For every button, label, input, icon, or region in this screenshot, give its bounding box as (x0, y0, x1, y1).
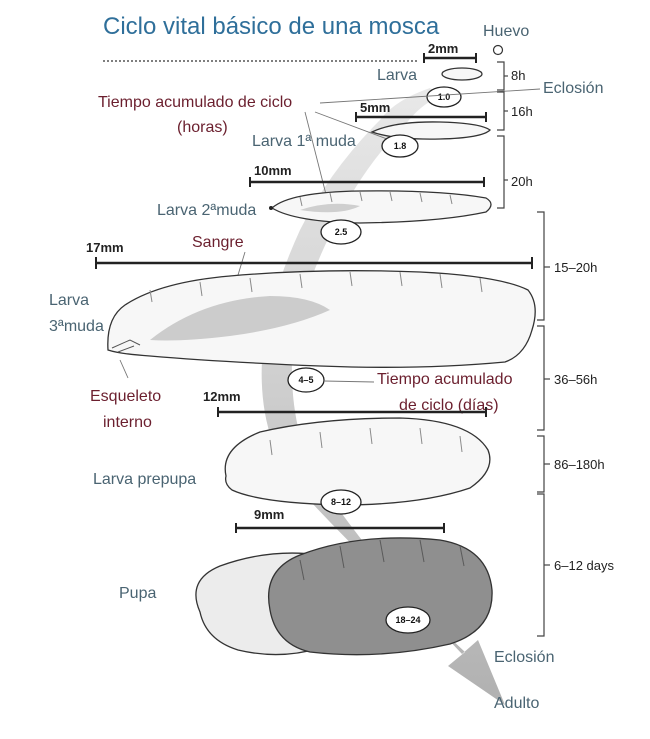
skeleton-pointer (119, 359, 129, 379)
duration-20h: 20h (511, 174, 533, 189)
prepupa-segments (269, 427, 463, 456)
size-12mm: 12mm (203, 389, 241, 404)
bracket-20h (497, 135, 505, 209)
bracket-36-56h (537, 325, 545, 431)
diagram-title: Ciclo vital básico de una mosca (103, 13, 440, 40)
label-cycle-hours-line1: Tiempo acumulado de ciclo (98, 94, 292, 111)
cumulative-4: 4–5 (298, 375, 313, 385)
label-egg: Huevo (483, 23, 529, 40)
duration-6-12-days: 6–12 days (554, 558, 614, 573)
duration-15-20h: 15–20h (554, 260, 597, 275)
larva-stage4-blood (150, 296, 330, 341)
size-5mm: 5mm (360, 100, 390, 115)
oval-cumulative-1 (426, 86, 462, 108)
duration-16h: 16h (511, 104, 533, 119)
bracket-86-180h (537, 435, 545, 493)
cumulative-6: 18–24 (395, 615, 420, 625)
size-17mm: 17mm (86, 240, 124, 255)
size-10mm: 10mm (254, 163, 292, 178)
label-prepupa: Larva prepupa (93, 471, 196, 488)
duration-86-180h: 86–180h (554, 457, 605, 472)
cycle-hours-pointer-b (314, 111, 396, 143)
cumulative-5: 8–12 (331, 497, 351, 507)
label-skeleton-line1: Esqueleto (90, 388, 161, 405)
cumulative-1: 1.0 (438, 92, 451, 102)
cycle-days-pointer (323, 380, 375, 383)
label-skeleton-line2: interno (103, 414, 152, 431)
bracket-16h (497, 91, 505, 131)
oval-cumulative-4 (287, 367, 325, 393)
label-larva-second-molt: Larva 2ªmuda (157, 202, 256, 219)
prepupa-body (224, 417, 491, 506)
label-hatching-top: Eclosión (543, 80, 603, 97)
label-larva: Larva (377, 67, 417, 84)
label-cycle-days-line1: Tiempo acumulado (377, 371, 513, 388)
oval-cumulative-2 (381, 134, 419, 158)
label-larva-third-molt-line2: 3ªmuda (49, 318, 104, 335)
progression-arrow (261, 88, 505, 705)
oval-cumulative-6 (385, 606, 431, 634)
oval-cumulative-5 (320, 489, 362, 515)
pupa-body (268, 537, 493, 656)
label-pupa: Pupa (119, 585, 156, 602)
bracket-15-20h (537, 211, 545, 321)
larva-stage3-segments (299, 191, 453, 207)
larva-stage1-body (441, 67, 483, 81)
larva-stage3-body (270, 190, 492, 224)
label-larva-third-molt-line1: Larva (49, 292, 89, 309)
hatching-pointer-line (319, 88, 541, 104)
cumulative-2: 1.8 (394, 141, 407, 151)
internal-skeleton-mark (111, 339, 141, 353)
bracket-6-12-days (537, 493, 545, 637)
bracket-8h (497, 61, 505, 91)
duration-36-56h: 36–56h (554, 372, 597, 387)
label-cycle-days-line2: de ciclo (días) (399, 397, 499, 414)
label-blood: Sangre (192, 234, 244, 251)
cumulative-3: 2.5 (335, 227, 348, 237)
size-2mm: 2mm (428, 41, 458, 56)
label-cycle-hours-line2: (horas) (177, 119, 228, 136)
larva-stage4-body (107, 270, 536, 368)
label-larva-first-molt: Larva 1ª muda (252, 133, 356, 150)
larva-stage3-mouth (269, 206, 273, 210)
larva-stage4-segments (149, 271, 483, 303)
pupa-segments (299, 539, 465, 581)
label-hatching-bottom: Eclosión (494, 649, 554, 666)
egg-icon (492, 44, 504, 56)
larva-stage3-blood (300, 203, 360, 213)
label-adult: Adulto (494, 695, 539, 712)
duration-8h: 8h (511, 68, 525, 83)
size-9mm: 9mm (254, 507, 284, 522)
oval-cumulative-3 (320, 219, 362, 245)
